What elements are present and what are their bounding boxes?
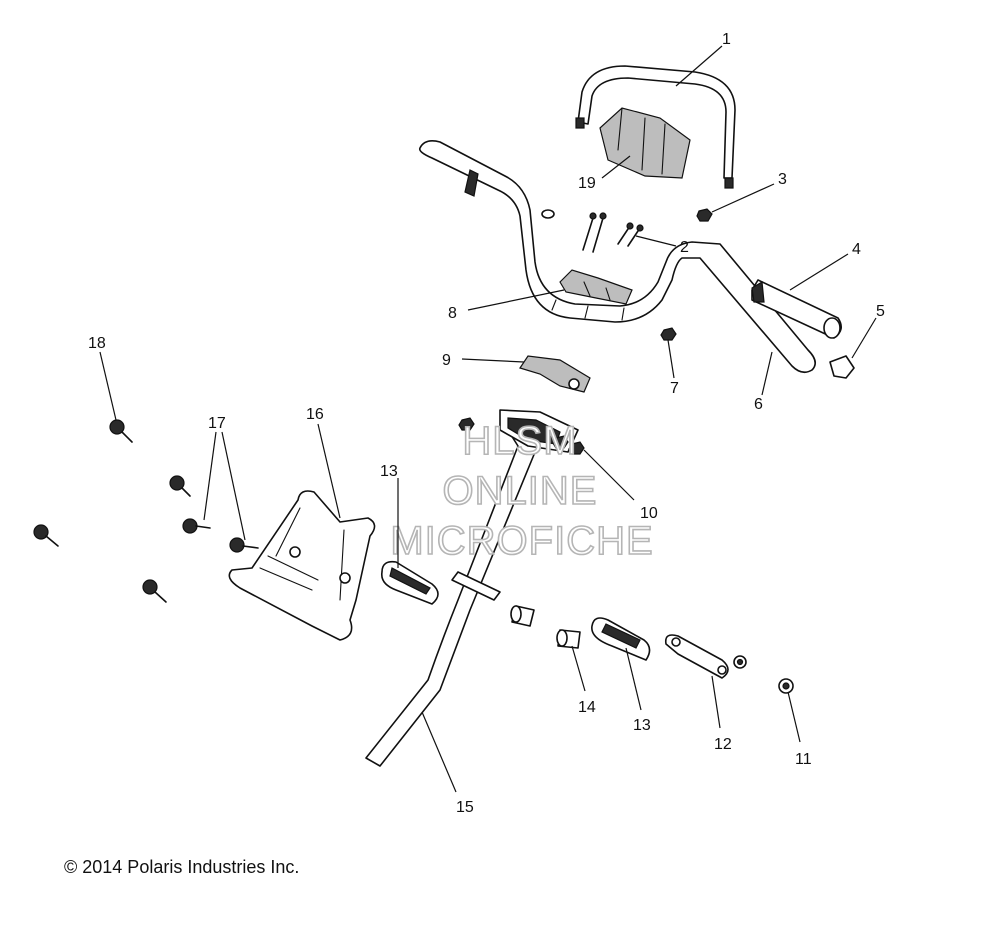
- callout-6: 6: [754, 396, 763, 413]
- copyright-notice: © 2014 Polaris Industries Inc.: [64, 857, 300, 877]
- mount-bracket: [228, 490, 376, 641]
- nuts-11: [733, 655, 794, 694]
- lower-clamp: [519, 355, 591, 393]
- callout-15: 15: [456, 799, 474, 816]
- callout-3: 3: [778, 171, 787, 188]
- watermark-line-1: HLSM: [462, 419, 577, 463]
- bushings: [510, 605, 581, 649]
- nuts-10: [458, 417, 585, 455]
- callout-1: 1: [722, 31, 731, 48]
- callout-13-left: 13: [380, 463, 398, 480]
- clamp-bolts: [582, 212, 644, 253]
- callout-14: 14: [578, 699, 596, 716]
- leader-lines: [99, 45, 877, 793]
- watermark-line-3: MICROFICHE: [390, 519, 653, 563]
- column-clamp-right: [591, 617, 651, 661]
- callout-2: 2: [680, 239, 689, 256]
- watermark-line-2: ONLINE: [443, 469, 598, 513]
- callout-16: 16: [306, 406, 324, 423]
- grip: [751, 279, 842, 339]
- callout-12: 12: [714, 736, 732, 753]
- callout-18: 18: [88, 335, 106, 352]
- callout-8: 8: [448, 305, 457, 322]
- callout-13-right: 13: [633, 717, 651, 734]
- callout-4: 4: [852, 241, 861, 258]
- callout-17: 17: [208, 415, 226, 432]
- callout-19: 19: [578, 175, 596, 192]
- handlebar: [418, 140, 816, 374]
- column-clamp-left: [380, 560, 439, 605]
- clamp-plate: [664, 634, 729, 679]
- handlebar-pad: [599, 107, 691, 179]
- callout-10: 10: [640, 505, 658, 522]
- hand-guard-hoop: [575, 65, 736, 189]
- callout-9: 9: [442, 352, 451, 369]
- nut-7: [660, 327, 677, 341]
- end-cap: [829, 355, 855, 379]
- watermark: HLSM ONLINE MICROFICHE: [390, 418, 654, 564]
- callout-7: 7: [670, 380, 679, 397]
- callout-11: 11: [795, 751, 812, 768]
- callout-labels: 1 2 3 4 5 6 7 8 9 10 11 12 13 13 14 15 1…: [88, 31, 885, 816]
- nut-3: [696, 208, 713, 222]
- callout-5: 5: [876, 303, 885, 320]
- upper-clamp: [559, 269, 633, 305]
- bracket-bolts: [33, 419, 259, 603]
